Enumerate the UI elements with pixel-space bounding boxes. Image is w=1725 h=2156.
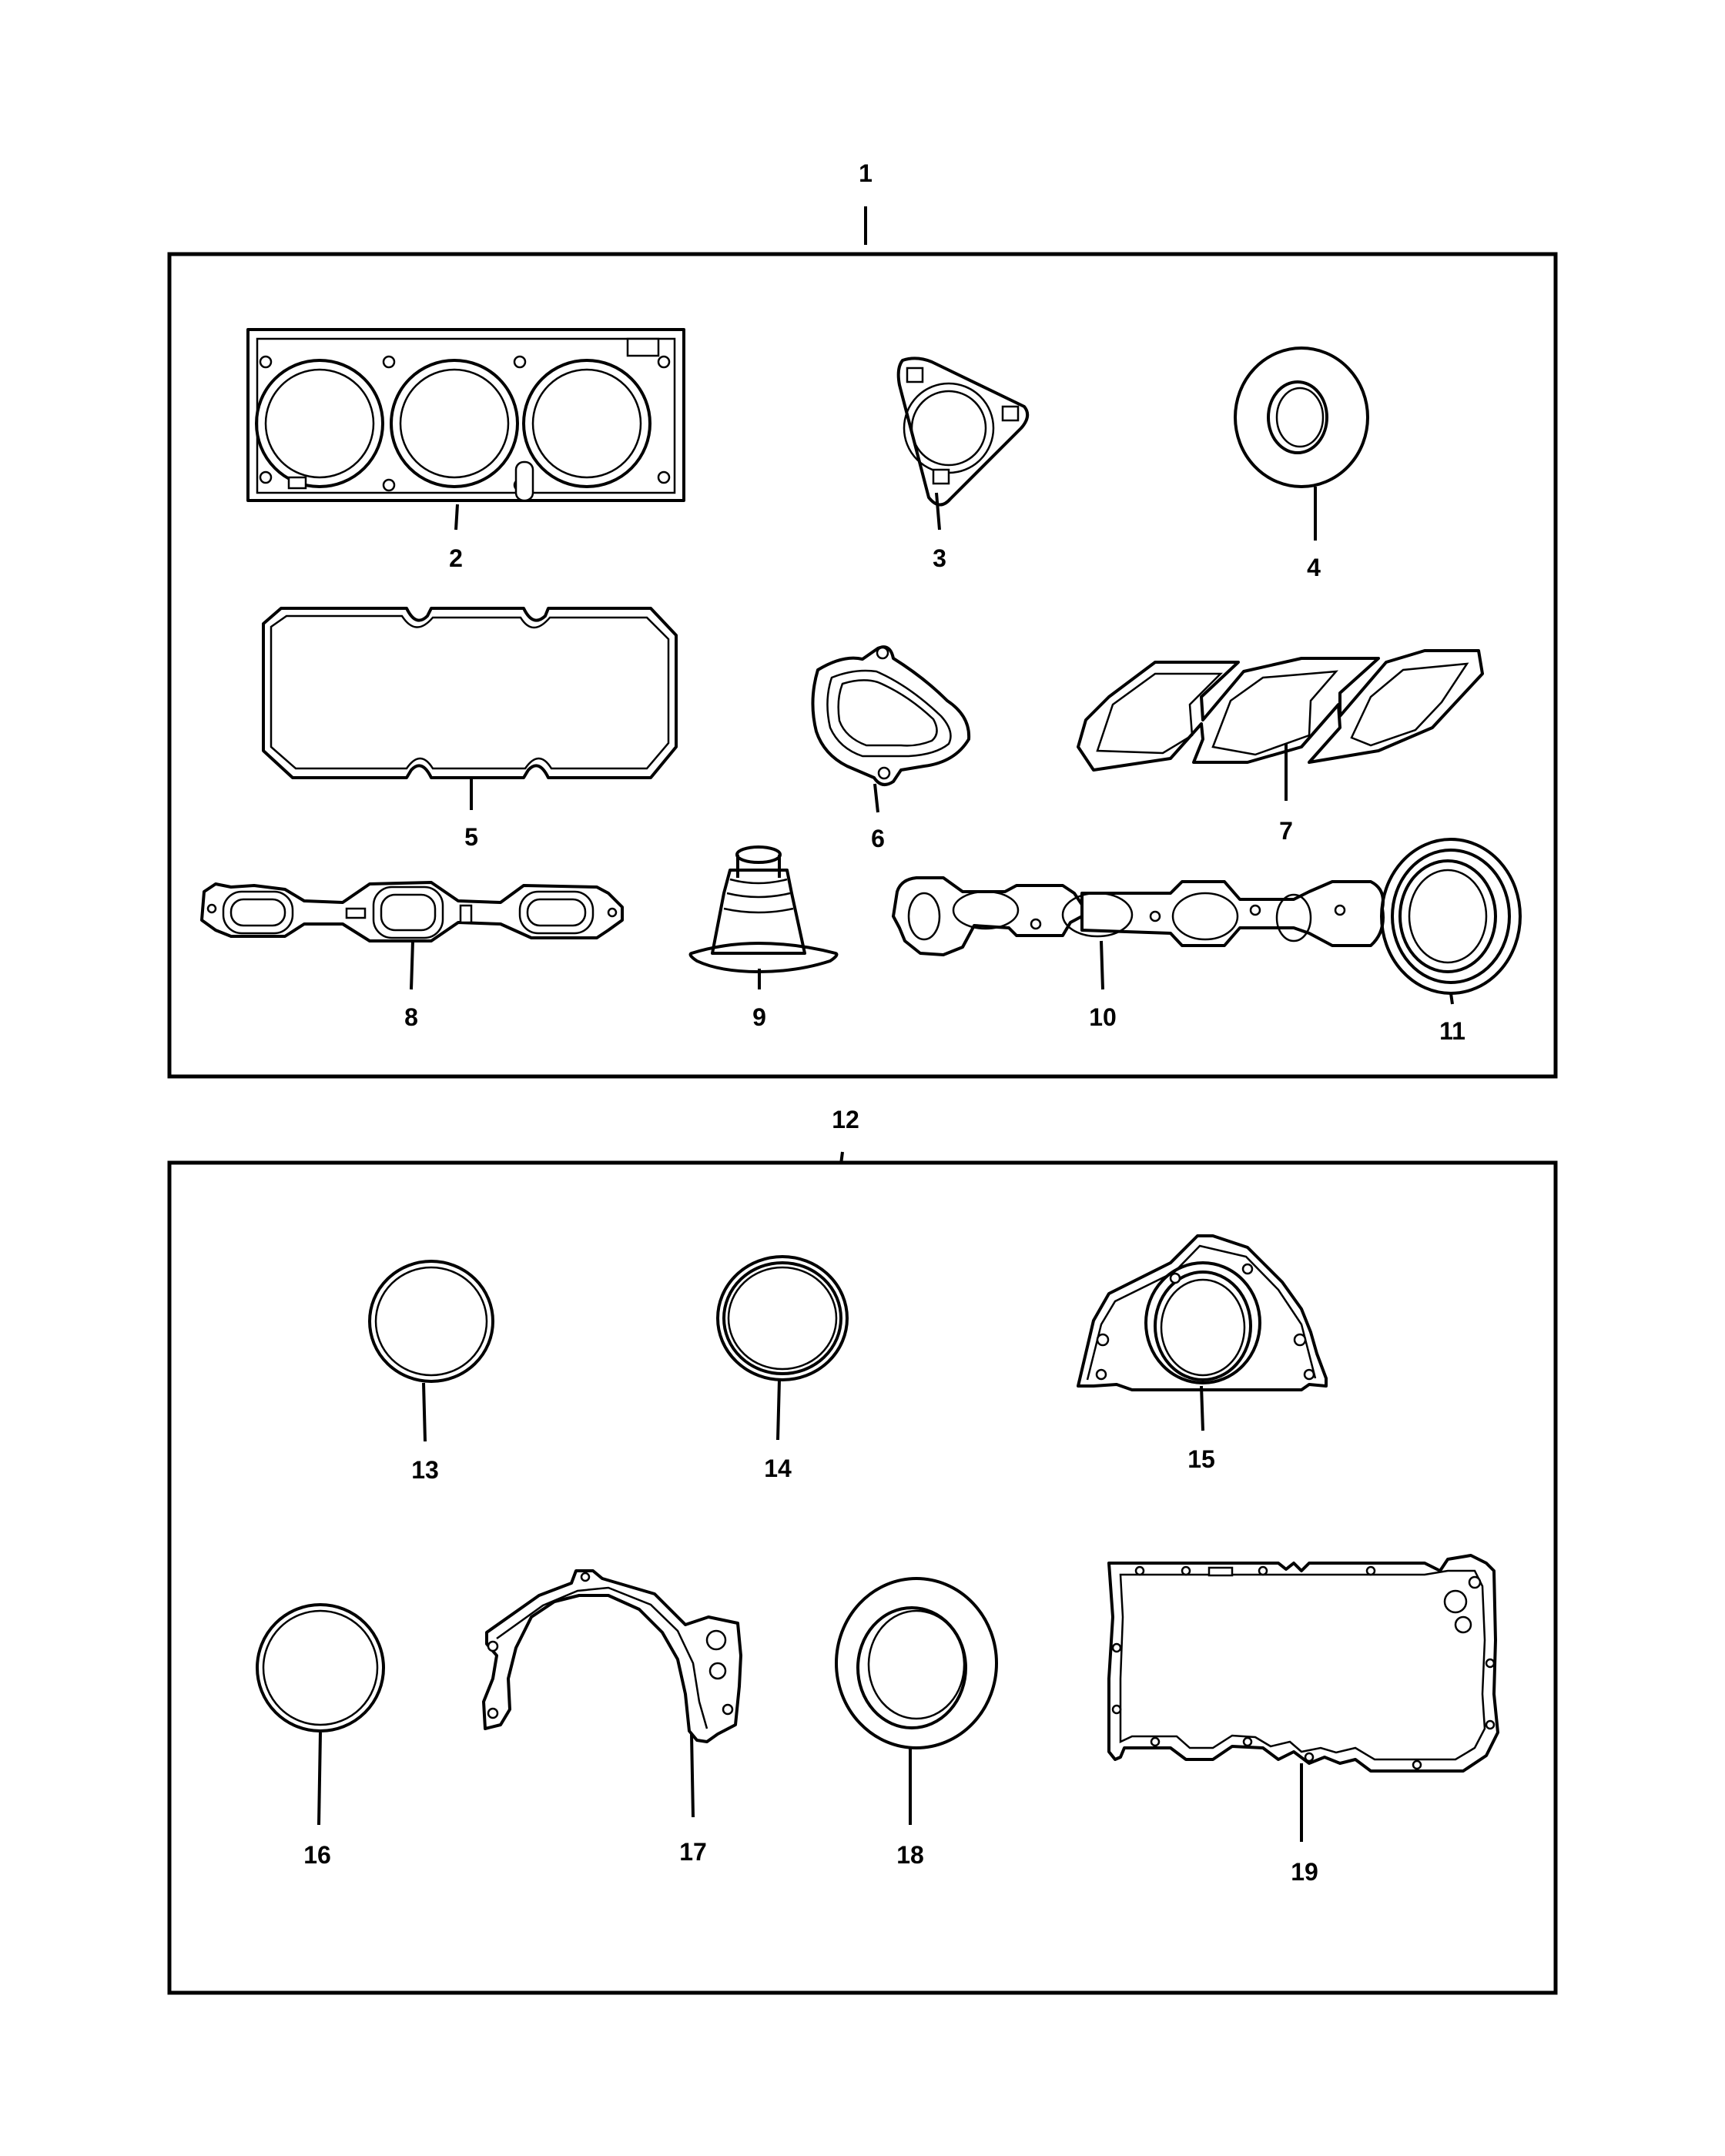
oil-pan-gasket[interactable] (1107, 1554, 1499, 1773)
thermostat-housing-gasket[interactable] (811, 645, 971, 786)
upper-kit-group: 1 (167, 159, 1558, 1079)
part-2-leader (454, 504, 459, 531)
part-11-leader (1449, 993, 1454, 1005)
part-8-leader (410, 940, 414, 990)
o-ring-16[interactable] (256, 1603, 385, 1732)
part-8-callout[interactable]: 8 (404, 1003, 418, 1031)
part-15-leader (1200, 1385, 1204, 1431)
crankshaft-seal-18[interactable] (835, 1577, 998, 1749)
part-3-callout[interactable]: 3 (933, 544, 946, 572)
part-18-callout[interactable]: 18 (896, 1841, 924, 1869)
kit-12-leader (839, 1151, 844, 1165)
upper-kit-frame (167, 252, 1558, 1079)
kit-12-callout[interactable]: 12 (832, 1106, 859, 1133)
part-14-callout[interactable]: 14 (764, 1455, 792, 1482)
oil-seal[interactable] (1234, 346, 1369, 488)
part-16-callout[interactable]: 16 (303, 1841, 331, 1869)
part-13-callout[interactable]: 13 (411, 1456, 439, 1484)
part-2-callout[interactable]: 2 (449, 544, 463, 572)
part-19-callout[interactable]: 19 (1291, 1858, 1318, 1886)
part-13-leader (422, 1382, 427, 1442)
part-4-callout[interactable]: 4 (1307, 554, 1321, 581)
part-6-leader (873, 783, 879, 813)
o-ring-13[interactable] (368, 1260, 494, 1383)
part-17-leader (690, 1733, 695, 1818)
rear-main-seal-housing[interactable] (1077, 1234, 1328, 1391)
lower-kit-group: 12 (167, 1106, 1558, 1995)
front-cover-gasket[interactable] (482, 1569, 742, 1743)
part-16-leader (317, 1732, 322, 1826)
crankshaft-front-seal[interactable] (1380, 838, 1522, 995)
part-11-callout[interactable]: 11 (1439, 1017, 1465, 1045)
part-6-callout[interactable]: 6 (871, 825, 885, 852)
lower-kit-frame (167, 1160, 1558, 1995)
part-3-leader (935, 492, 941, 531)
seal-ring-14[interactable] (716, 1255, 849, 1381)
part-7-callout[interactable]: 7 (1279, 817, 1293, 845)
part-15-callout[interactable]: 15 (1187, 1445, 1215, 1473)
part-10-callout[interactable]: 10 (1089, 1003, 1117, 1031)
valve-cover-gasket[interactable] (262, 607, 678, 779)
part-5-callout[interactable]: 5 (464, 823, 478, 851)
part-17-callout[interactable]: 17 (679, 1838, 707, 1866)
manifold-gasket-right[interactable] (892, 876, 1385, 956)
intake-manifold-gasket[interactable] (1077, 649, 1484, 772)
part-14-leader (776, 1379, 781, 1441)
valve-stem-seal[interactable] (688, 845, 839, 973)
exhaust-manifold-gasket[interactable] (200, 881, 624, 942)
flange-gasket[interactable] (896, 357, 1030, 507)
part-10-leader (1100, 940, 1104, 990)
part-9-callout[interactable]: 9 (752, 1003, 766, 1031)
kit-1-callout[interactable]: 1 (859, 159, 873, 187)
cylinder-head-gasket[interactable] (246, 328, 685, 502)
